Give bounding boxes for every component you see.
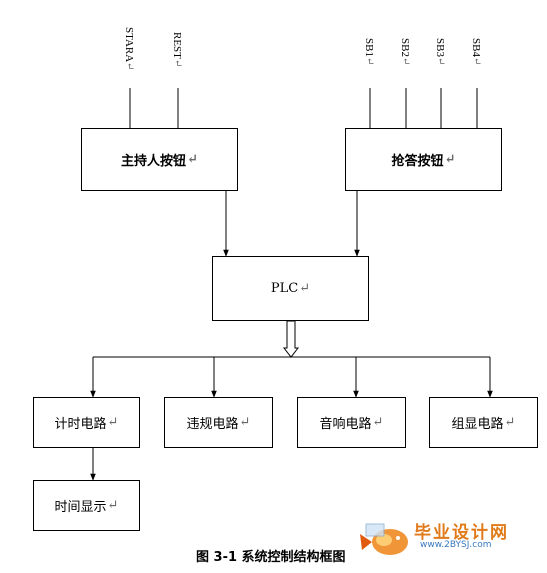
timer-circuit-label: 计时电路 <box>54 417 107 432</box>
sound-circuit-box: 音响电路↵ <box>297 397 406 448</box>
label-sb4: SB4↵ <box>470 38 482 66</box>
plc-label: PLC <box>270 281 299 296</box>
label-sb2: SB2↵ <box>399 38 411 66</box>
answer-button-box: 抢答按钮↵ <box>345 128 502 191</box>
violation-circuit-label: 违规电路 <box>186 417 239 432</box>
watermark: 毕业设计网 www.2BYSJ.com <box>358 518 538 564</box>
host-button-box: 主持人按钮↵ <box>81 128 238 191</box>
watermark-url: www.2BYSJ.com <box>420 540 492 550</box>
timer-circuit-box: 计时电路↵ <box>33 397 140 448</box>
label-rest: REST↵ <box>171 32 183 68</box>
answer-button-label: 抢答按钮 <box>391 154 444 169</box>
label-sb1: SB1↵ <box>363 38 375 66</box>
time-display-label: 时间显示 <box>54 500 107 515</box>
label-stara: STARA↵ <box>123 27 135 71</box>
sound-circuit-label: 音响电路 <box>319 417 372 432</box>
watermark-logo-icon <box>360 523 408 555</box>
host-button-label: 主持人按钮 <box>121 154 187 169</box>
time-display-box: 时间显示↵ <box>33 480 140 531</box>
violation-circuit-box: 违规电路↵ <box>164 397 273 448</box>
label-sb3: SB3↵ <box>434 38 446 66</box>
group-display-circuit-box: 组显电路↵ <box>429 397 538 448</box>
watermark-title: 毕业设计网 <box>414 523 509 543</box>
plc-box: PLC↵ <box>212 256 369 321</box>
figure-caption: 图 3-1 系统控制结构框图 <box>196 550 346 565</box>
group-display-circuit-label: 组显电路 <box>451 417 504 432</box>
hollow-arrow-plc-out <box>282 320 300 358</box>
